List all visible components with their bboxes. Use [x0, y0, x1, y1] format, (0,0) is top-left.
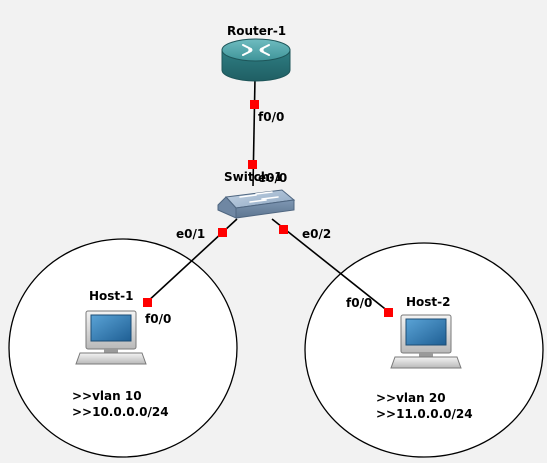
port-label-switch-e0-2: e0/2: [302, 227, 331, 241]
port-marker-host2-f0-0[interactable]: [384, 308, 393, 317]
port-label-switch-e0-1: e0/1: [176, 227, 205, 241]
host1-subnet-note: >>10.0.0.0/24: [72, 405, 169, 419]
switch-icon[interactable]: [217, 189, 296, 219]
port-marker-switch-e0-0[interactable]: [248, 160, 257, 169]
port-label-host1-f0-0: f0/0: [145, 312, 171, 326]
host2-pc-icon[interactable]: [390, 314, 462, 369]
port-marker-router-f0-0[interactable]: [250, 100, 259, 109]
host1-label: Host-1: [89, 289, 134, 303]
router-label: Router-1: [227, 24, 286, 38]
port-label-switch-e0-0: e0/0: [258, 171, 287, 185]
port-marker-switch-e0-1[interactable]: [218, 228, 227, 237]
router-icon[interactable]: [221, 38, 291, 82]
port-marker-host1-f0-0[interactable]: [143, 298, 152, 307]
host2-label: Host-2: [406, 295, 451, 309]
link-switch-host2[interactable]: [271, 218, 390, 313]
port-marker-switch-e0-2[interactable]: [279, 225, 288, 234]
switch-label: Switch-1: [224, 170, 283, 184]
host1-pc-icon[interactable]: [75, 310, 147, 365]
host1-vlan-note: >>vlan 10: [72, 389, 142, 403]
host2-vlan-note: >>vlan 20: [376, 391, 446, 405]
port-label-router-f0-0: f0/0: [258, 110, 284, 124]
port-label-host2-f0-0: f0/0: [346, 296, 372, 310]
host2-subnet-note: >>11.0.0.0/24: [376, 407, 473, 421]
